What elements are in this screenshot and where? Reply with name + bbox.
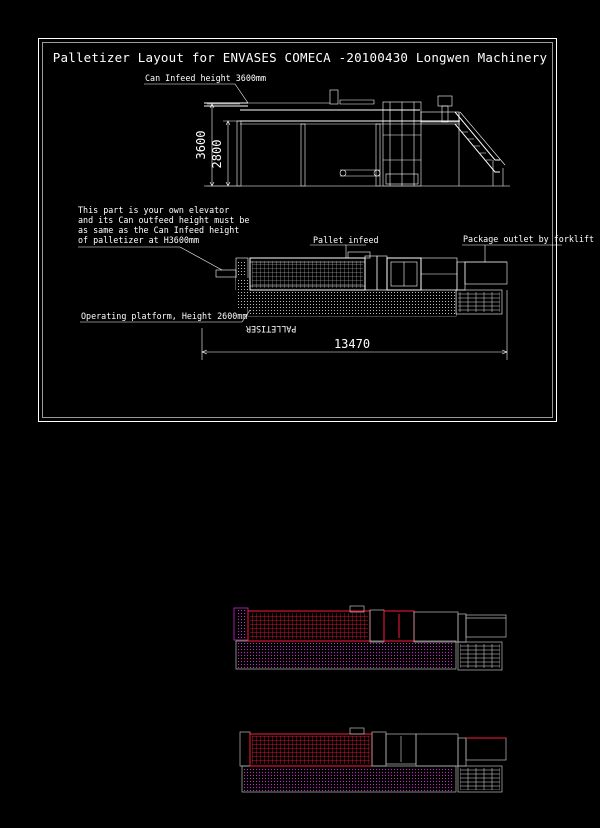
elevator-note-line-2: and its Can outfeed height must be: [78, 215, 249, 225]
dim-height-platform: 2800: [210, 140, 224, 169]
sheet-frame: [38, 38, 557, 422]
elevator-note-line-1: This part is your own elevator: [78, 205, 229, 215]
label-palletiser: PALLETISER: [245, 324, 296, 334]
dim-length-total: 13470: [334, 337, 370, 351]
dim-height-total: 3600: [194, 131, 208, 160]
plan-view-variant-a: [233, 605, 507, 671]
elevator-note-line-4: of palletizer at H3600mm: [78, 235, 199, 245]
label-package-outlet: Package outlet by forklift: [463, 234, 594, 244]
plan-view-main: This part is your own elevator and its C…: [78, 205, 594, 360]
side-elevation: Can Infeed height 3600mm 3600 2800: [144, 73, 510, 187]
label-can-infeed-height: Can Infeed height 3600mm: [145, 73, 266, 83]
label-operating-platform: Operating platform, Height 2600mm: [81, 311, 247, 321]
drawing-title: Palletizer Layout for ENVASES COMECA -20…: [53, 50, 548, 65]
plan-view-variant-b: [239, 727, 507, 793]
label-pallet-infeed: Pallet infeed: [313, 235, 379, 245]
elevator-note-line-3: as same as the Can Infeed height: [78, 225, 239, 235]
